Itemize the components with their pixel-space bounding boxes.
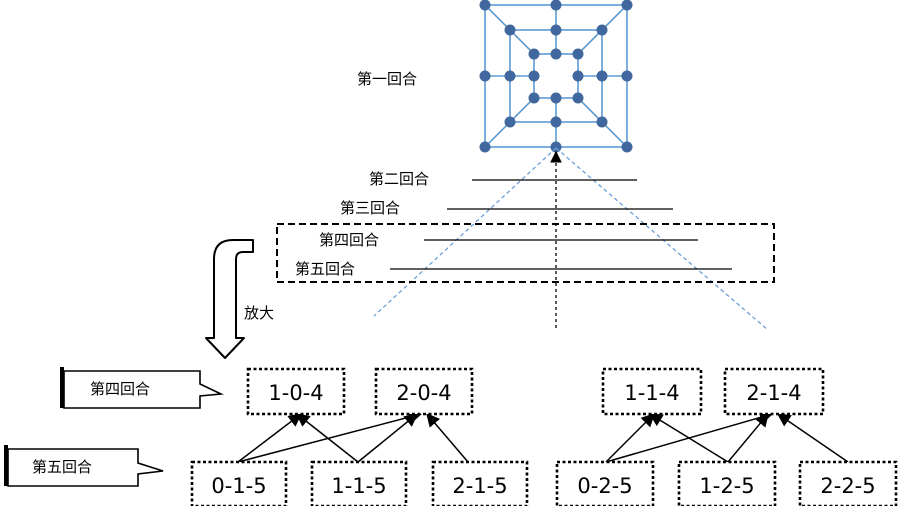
- node-1-2-5: 1-2-5: [677, 460, 777, 506]
- node-1-1-4: 1-1-4: [601, 367, 703, 416]
- node-2-0-4: 2-0-4: [374, 367, 474, 416]
- round2-label: 第二回合: [369, 170, 429, 188]
- board-point-10: [550, 24, 562, 36]
- edge-025-114: [605, 413, 655, 463]
- board-point-7: [550, 141, 562, 153]
- board-nodes: [479, 0, 633, 153]
- round3-label: 第三回合: [340, 199, 400, 217]
- edge-225-214: [776, 413, 849, 463]
- edge-015-104: [237, 413, 303, 463]
- edge-125-114: [648, 413, 729, 463]
- board-point-2: [550, 0, 562, 11]
- node-label: 1-2-5: [699, 474, 754, 498]
- node-0-1-5: 0-1-5: [190, 460, 288, 506]
- board-point-17: [528, 48, 540, 60]
- left-tree-edges: [237, 410, 469, 463]
- round4-callout-label: 第四回合: [90, 380, 150, 398]
- board-point-3: [621, 0, 633, 11]
- board-point-13: [596, 70, 608, 82]
- board-point-8: [621, 141, 633, 153]
- edge-015-204: [237, 410, 423, 463]
- board-point-22: [528, 92, 540, 104]
- node-label: 2-0-4: [396, 381, 451, 405]
- board-point-24: [572, 92, 584, 104]
- node-label: 1-0-4: [268, 381, 323, 405]
- board-point-4: [479, 70, 491, 82]
- morris-board: [479, 0, 633, 153]
- zoom-selection-box: [276, 223, 775, 283]
- round4-callout-edge: [60, 367, 64, 408]
- edge-215-204: [426, 412, 469, 463]
- board-point-9: [504, 24, 516, 36]
- node-label: 2-1-5: [452, 474, 507, 498]
- edge-115-104: [295, 413, 359, 463]
- cone-left-line: [373, 147, 557, 317]
- round4-label: 第四回合: [319, 231, 379, 249]
- board-point-14: [504, 116, 516, 128]
- right-tree-edges: [605, 410, 849, 463]
- round4-callout: [63, 370, 224, 409]
- board-square-3: [533, 53, 579, 99]
- board-point-15: [550, 116, 562, 128]
- board-point-18: [550, 48, 562, 60]
- board-point-11: [596, 24, 608, 36]
- node-2-1-5: 2-1-5: [431, 460, 529, 506]
- node-2-1-4: 2-1-4: [723, 367, 825, 416]
- node-label: 1-1-4: [624, 381, 679, 405]
- board-point-21: [572, 70, 584, 82]
- node-label: 0-2-5: [577, 474, 632, 498]
- node-label: 1-1-5: [331, 474, 386, 498]
- edge-115-204: [357, 413, 419, 463]
- node-label: 2-2-5: [820, 474, 875, 498]
- board-point-12: [504, 70, 516, 82]
- cone-right-line: [555, 147, 769, 331]
- board-point-6: [479, 141, 491, 153]
- round1-label: 第一回合: [357, 70, 417, 88]
- round5-callout-edge: [4, 445, 8, 486]
- node-1-1-5: 1-1-5: [310, 460, 408, 506]
- node-0-2-5: 0-2-5: [555, 460, 655, 506]
- board-point-19: [572, 48, 584, 60]
- board-point-23: [550, 92, 562, 104]
- board-point-16: [596, 116, 608, 128]
- node-2-2-5: 2-2-5: [798, 460, 898, 506]
- edge-125-214: [727, 412, 769, 463]
- board-point-5: [621, 70, 633, 82]
- round5-callout-label: 第五回合: [32, 458, 92, 476]
- zoom-arrow-icon: [205, 239, 254, 359]
- round5-label: 第五回合: [295, 260, 355, 278]
- zoom-label: 放大: [244, 304, 274, 322]
- board-point-20: [528, 70, 540, 82]
- node-label: 0-1-5: [211, 474, 266, 498]
- node-1-0-4: 1-0-4: [246, 367, 346, 416]
- node-label: 2-1-4: [746, 381, 801, 405]
- round5-callout: [7, 448, 164, 487]
- board-point-1: [479, 0, 491, 11]
